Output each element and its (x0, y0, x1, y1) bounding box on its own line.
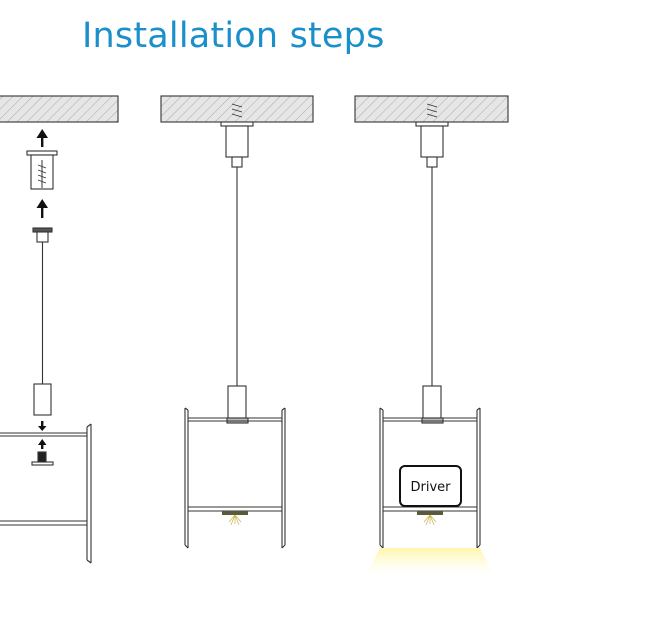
ceiling-cup (220, 103, 254, 168)
up-arrow-icon (38, 439, 47, 449)
step-2-assembled (160, 95, 314, 549)
light-beam (366, 548, 494, 575)
ceiling-slab (0, 95, 119, 123)
page-title: Installation steps (82, 16, 385, 56)
led-module (222, 511, 248, 526)
led-module (417, 511, 443, 526)
step-3-lit: Driver (354, 95, 509, 575)
cable-grip (422, 385, 442, 419)
suspension-cable (32, 227, 53, 416)
ceiling-slab (160, 95, 314, 123)
driver-label: Driver (410, 480, 451, 495)
up-arrow-icon (36, 199, 48, 218)
driver-box: Driver (399, 465, 462, 507)
down-arrow-icon (38, 421, 47, 431)
profile (184, 407, 286, 549)
ceiling-cup (26, 150, 58, 190)
mounting-clip (31, 451, 54, 466)
step-1-exploded (0, 95, 119, 564)
ceiling-cup (415, 103, 449, 168)
profile-section (0, 423, 92, 564)
cable-grip (227, 385, 247, 419)
ceiling-slab (354, 95, 509, 123)
up-arrow-icon (36, 129, 48, 147)
